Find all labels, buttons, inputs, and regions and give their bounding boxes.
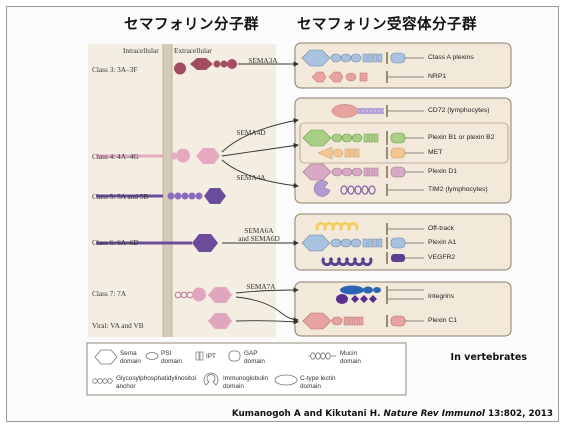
integrins-label: Integrins bbox=[428, 293, 455, 300]
tim2-structure bbox=[313, 180, 424, 197]
cd72-label: CD72 (lymphocytes) bbox=[428, 107, 490, 114]
in-vertebrates-note: In vertebrates bbox=[450, 352, 527, 363]
psi-domain-icon bbox=[145, 352, 159, 360]
viral-label: Viral: VA and VB bbox=[92, 321, 144, 330]
plexin-c1-structure bbox=[302, 312, 424, 330]
plexin-d1-label: Plexin D1 bbox=[428, 168, 458, 175]
extracellular-label: Extracellular bbox=[174, 46, 212, 55]
gap-domain-icon bbox=[228, 350, 241, 362]
sema6a-arrow-label-2: and SEMA6D bbox=[238, 234, 280, 243]
class6-ligand bbox=[96, 234, 218, 252]
nrp1-structure bbox=[311, 71, 424, 83]
class7-ligand bbox=[174, 287, 232, 303]
sema7a-arrow-label: SEMA7A bbox=[246, 282, 276, 291]
class-3-label: Class 3: 3A–3F bbox=[92, 65, 138, 74]
class-a-plexin-structure bbox=[301, 49, 424, 67]
sema4a-arrow-label: SEMA4A bbox=[236, 173, 266, 182]
legend-box bbox=[86, 342, 407, 396]
sema4d-arrow-label: SEMA4D bbox=[236, 128, 266, 137]
sema-domain-icon bbox=[94, 349, 118, 365]
sema6a-arrow-label-1: SEMA6A bbox=[244, 226, 274, 235]
plexin-d1-structure bbox=[302, 163, 424, 181]
receptor-family-title: セマフォリン受容体分子群 bbox=[297, 17, 477, 33]
vegfr2-label: VEGFR2 bbox=[428, 254, 456, 261]
citation: Kumanogoh A and Kikutani H. Nature Rev I… bbox=[231, 409, 553, 419]
nrp1-label: NRP1 bbox=[428, 73, 447, 80]
plexin-c1-label: Plexin C1 bbox=[428, 317, 458, 324]
tim2-label: TIM2 (lymphocytes) bbox=[428, 186, 488, 193]
semaphorin-family-title: セマフォリン分子群 bbox=[124, 17, 259, 33]
integrins-structure bbox=[336, 285, 424, 304]
class4-ligand bbox=[96, 148, 220, 164]
class-7-label: Class 7: 7A bbox=[92, 289, 127, 298]
c-type-lectin-icon bbox=[274, 374, 298, 386]
met-label: MET bbox=[428, 149, 443, 156]
plexin-a1-structure bbox=[301, 234, 424, 252]
cell-membrane bbox=[163, 44, 172, 337]
class-a-plexins-label: Class A plexins bbox=[428, 54, 474, 61]
gpi-anchor-icon bbox=[92, 378, 113, 384]
viral-ligand bbox=[208, 313, 232, 329]
legend-ipt-label: IPT bbox=[206, 353, 216, 360]
class5-ligand bbox=[96, 188, 226, 204]
off-track-label: Off-track bbox=[428, 225, 454, 232]
class-5-label: Class 5: 5A and 5B bbox=[92, 192, 149, 201]
met-structure bbox=[317, 146, 424, 160]
immunoglobulin-domain-icon bbox=[203, 372, 219, 386]
cell-background bbox=[88, 44, 276, 337]
class3-receptor-box bbox=[294, 42, 512, 89]
intracellular-label: Intracellular bbox=[123, 46, 159, 55]
class-6-label: Class 6: 6A–6D bbox=[92, 238, 139, 247]
class-4-label: Class 4: 4A–4G bbox=[92, 152, 139, 161]
mucin-domain-icon bbox=[308, 352, 336, 360]
cd72-structure bbox=[331, 104, 424, 118]
off-track-structure bbox=[315, 221, 424, 235]
vegfr2-structure bbox=[321, 252, 424, 267]
plexin-b-label: Plexin B1 or plexin B2 bbox=[428, 134, 495, 141]
plexin-b-structure bbox=[302, 129, 424, 147]
ipt-icon bbox=[195, 351, 200, 361]
sema3a-ligand bbox=[174, 58, 237, 75]
sema3a-arrow-label: SEMA3A bbox=[248, 56, 278, 65]
plexin-a1-label: Plexin A1 bbox=[428, 239, 457, 246]
